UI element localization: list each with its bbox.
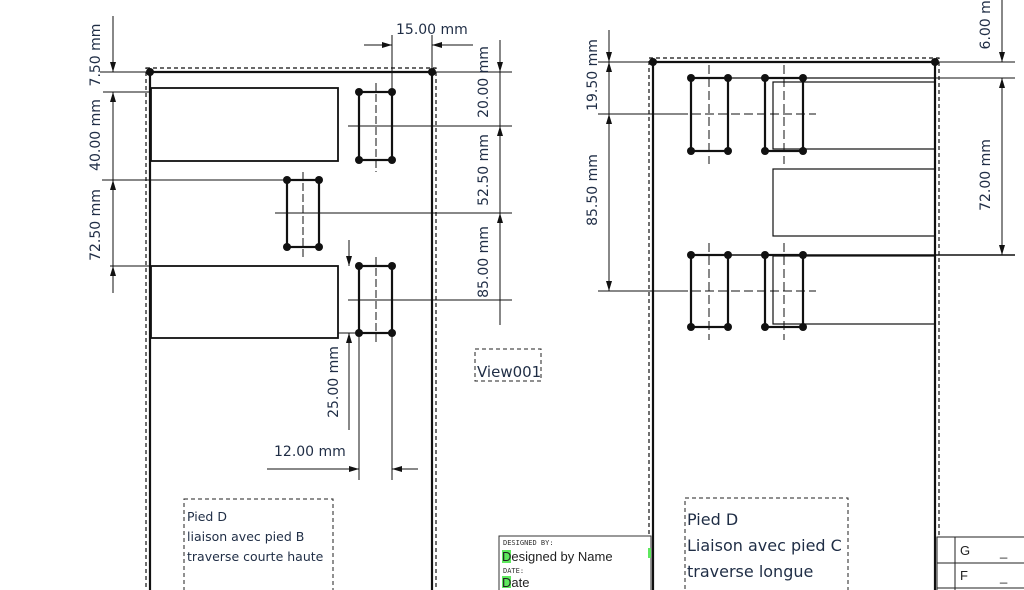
revision-row-f-letter: F xyxy=(960,568,968,583)
date-value[interactable]: Date xyxy=(502,575,529,590)
revision-row-g-letter: G xyxy=(960,543,970,558)
designed-by-value[interactable]: Designed by Name xyxy=(502,549,613,564)
right-dimension-lines xyxy=(432,40,512,325)
view-label[interactable]: View001 xyxy=(477,363,541,381)
note-right-line-3: traverse longue xyxy=(687,562,813,581)
part-outline xyxy=(148,70,434,590)
note-box-right[interactable] xyxy=(684,497,849,590)
dim-left-1[interactable]: 7.50 mm xyxy=(88,24,104,87)
dim-horizontal-small[interactable]: 12.00 mm xyxy=(274,444,346,460)
right-view[interactable] xyxy=(598,0,1015,590)
centerlines-right xyxy=(679,65,816,340)
dim-right-view-right-2[interactable]: 72.00 mm xyxy=(978,139,994,211)
dim-right-view-left-2[interactable]: 85.50 mm xyxy=(585,154,601,226)
bolt-hole-b xyxy=(275,172,512,258)
title-block: DESIGNED BY: Designed by Name DATE: Date xyxy=(498,535,652,590)
part-outline-right xyxy=(651,60,937,590)
dim-right-view-right-1[interactable]: 6.00 mm xyxy=(978,0,994,49)
dim-right-1[interactable]: 20.00 mm xyxy=(476,46,492,118)
dim-right-2[interactable]: 52.50 mm xyxy=(476,134,492,206)
dim-right-3[interactable]: 85.00 mm xyxy=(476,226,492,298)
designed-by-label: DESIGNED BY: xyxy=(503,539,554,547)
revision-row-g-value: _ xyxy=(999,544,1008,559)
note-left-line-2: liaison avec pied B xyxy=(187,529,304,544)
dim-left-2[interactable]: 40.00 mm xyxy=(88,99,104,171)
small-vertical-dimension xyxy=(338,240,359,430)
note-box-left[interactable] xyxy=(183,498,334,590)
dim-vertical-small[interactable]: 25.00 mm xyxy=(326,346,342,418)
small-horizontal-dimension xyxy=(267,333,418,480)
dim-right-view-left-1[interactable]: 19.50 mm xyxy=(585,39,601,111)
left-dimension-lines xyxy=(100,16,287,293)
note-left-line-1: Pied D xyxy=(187,509,227,524)
dim-top-width[interactable]: 15.00 mm xyxy=(396,22,468,38)
note-right-line-2: Liaison avec pied C xyxy=(687,536,842,555)
slot-upper xyxy=(150,87,339,162)
slot-lower xyxy=(150,265,339,339)
date-label: DATE: xyxy=(503,567,524,575)
left-view[interactable] xyxy=(100,16,512,590)
revision-row-f-value: _ xyxy=(999,569,1008,584)
note-left-line-3: traverse courte haute xyxy=(187,549,324,564)
dim-left-3[interactable]: 72.50 mm xyxy=(88,189,104,261)
top-dimension-lines xyxy=(364,35,473,92)
note-right-line-1: Pied D xyxy=(687,510,738,529)
revision-table xyxy=(936,536,1024,590)
slots-right xyxy=(728,77,1015,325)
view-frame[interactable] xyxy=(145,67,437,590)
bolt-holes-right xyxy=(689,76,805,329)
bolt-hole-c xyxy=(348,257,512,345)
vertex-dots-right xyxy=(649,58,939,331)
bolt-hole-a xyxy=(348,83,512,172)
right-view-dimension-lines xyxy=(598,0,1015,292)
